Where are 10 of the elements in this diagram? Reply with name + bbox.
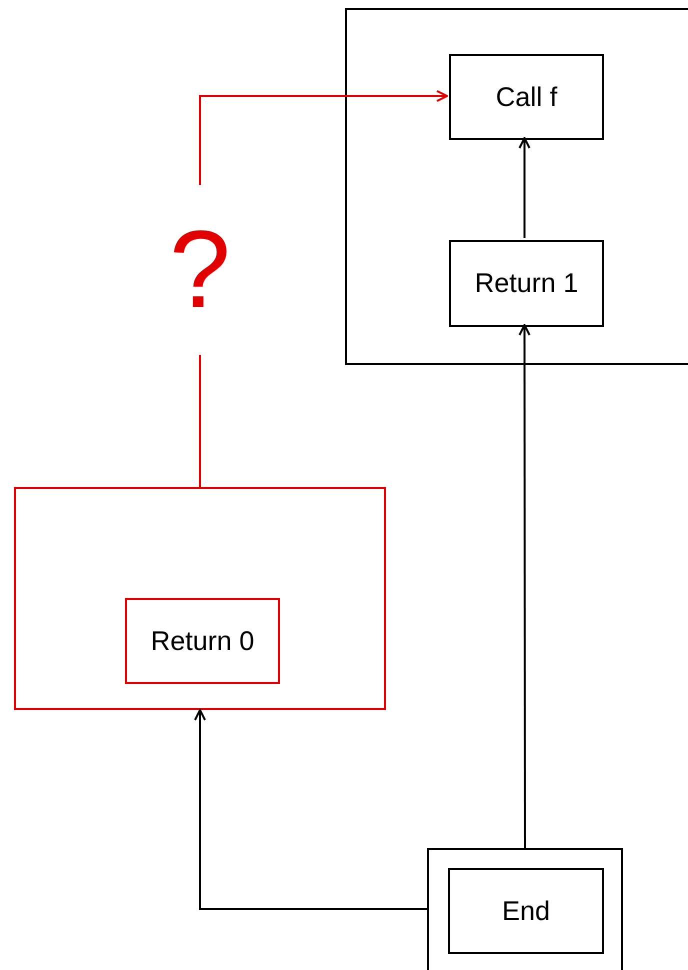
arrow xyxy=(518,137,530,238)
group-box xyxy=(14,487,386,710)
group-box xyxy=(427,848,623,970)
process-box: End xyxy=(448,868,604,954)
process-box: Return 0 xyxy=(125,598,280,684)
arrow xyxy=(194,709,427,910)
process-box: Call f xyxy=(449,54,604,140)
arrow xyxy=(518,324,530,848)
group-box xyxy=(345,8,688,365)
process-box: Return 1 xyxy=(449,240,604,327)
